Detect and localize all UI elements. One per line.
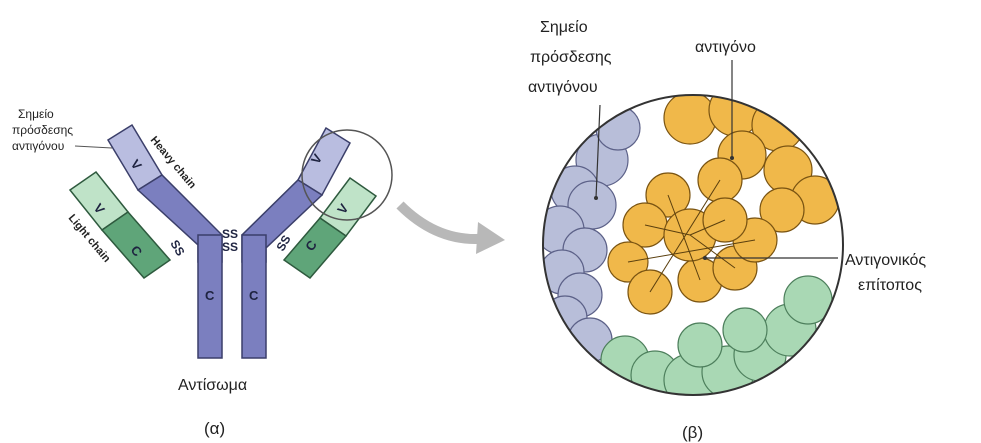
- right-stem-c-label: C: [249, 288, 259, 303]
- antibody-label: Αντίσωμα: [178, 377, 247, 394]
- zoom-arrow: [400, 205, 505, 254]
- caption-b: (β): [682, 423, 703, 442]
- hinge-ss-top: SS: [222, 227, 238, 241]
- binding-site-label-b-line2: πρόσδεσης: [530, 49, 612, 66]
- antibody-diagram: V V C C C V V C SS SS SS SS Heavy chain …: [12, 107, 392, 438]
- epitope-label-line2: επίτοπος: [858, 277, 922, 294]
- binding-site-label-a-line2: πρόσδεσης: [12, 123, 73, 137]
- binding-site-zoom: Σημείο πρόσδεσης αντιγόνου αντιγόνο Αντι…: [528, 19, 926, 442]
- antigen-label: αντιγόνο: [695, 39, 756, 56]
- binding-site-label-b-line3: αντιγόνου: [528, 79, 598, 96]
- binding-site-pointer-a: [75, 146, 112, 148]
- binding-site-label-b-line1: Σημείο: [540, 19, 588, 36]
- binding-site-label-a-line3: αντιγόνου: [12, 139, 64, 153]
- left-arm-ss: SS: [167, 238, 187, 259]
- binding-site-label-a-line1: Σημείο: [18, 107, 54, 121]
- left-stem-c-label: C: [205, 288, 215, 303]
- caption-a: (α): [204, 419, 225, 438]
- hinge-ss-bottom: SS: [222, 240, 238, 254]
- epitope-label-line1: Αντιγονικός: [845, 252, 926, 269]
